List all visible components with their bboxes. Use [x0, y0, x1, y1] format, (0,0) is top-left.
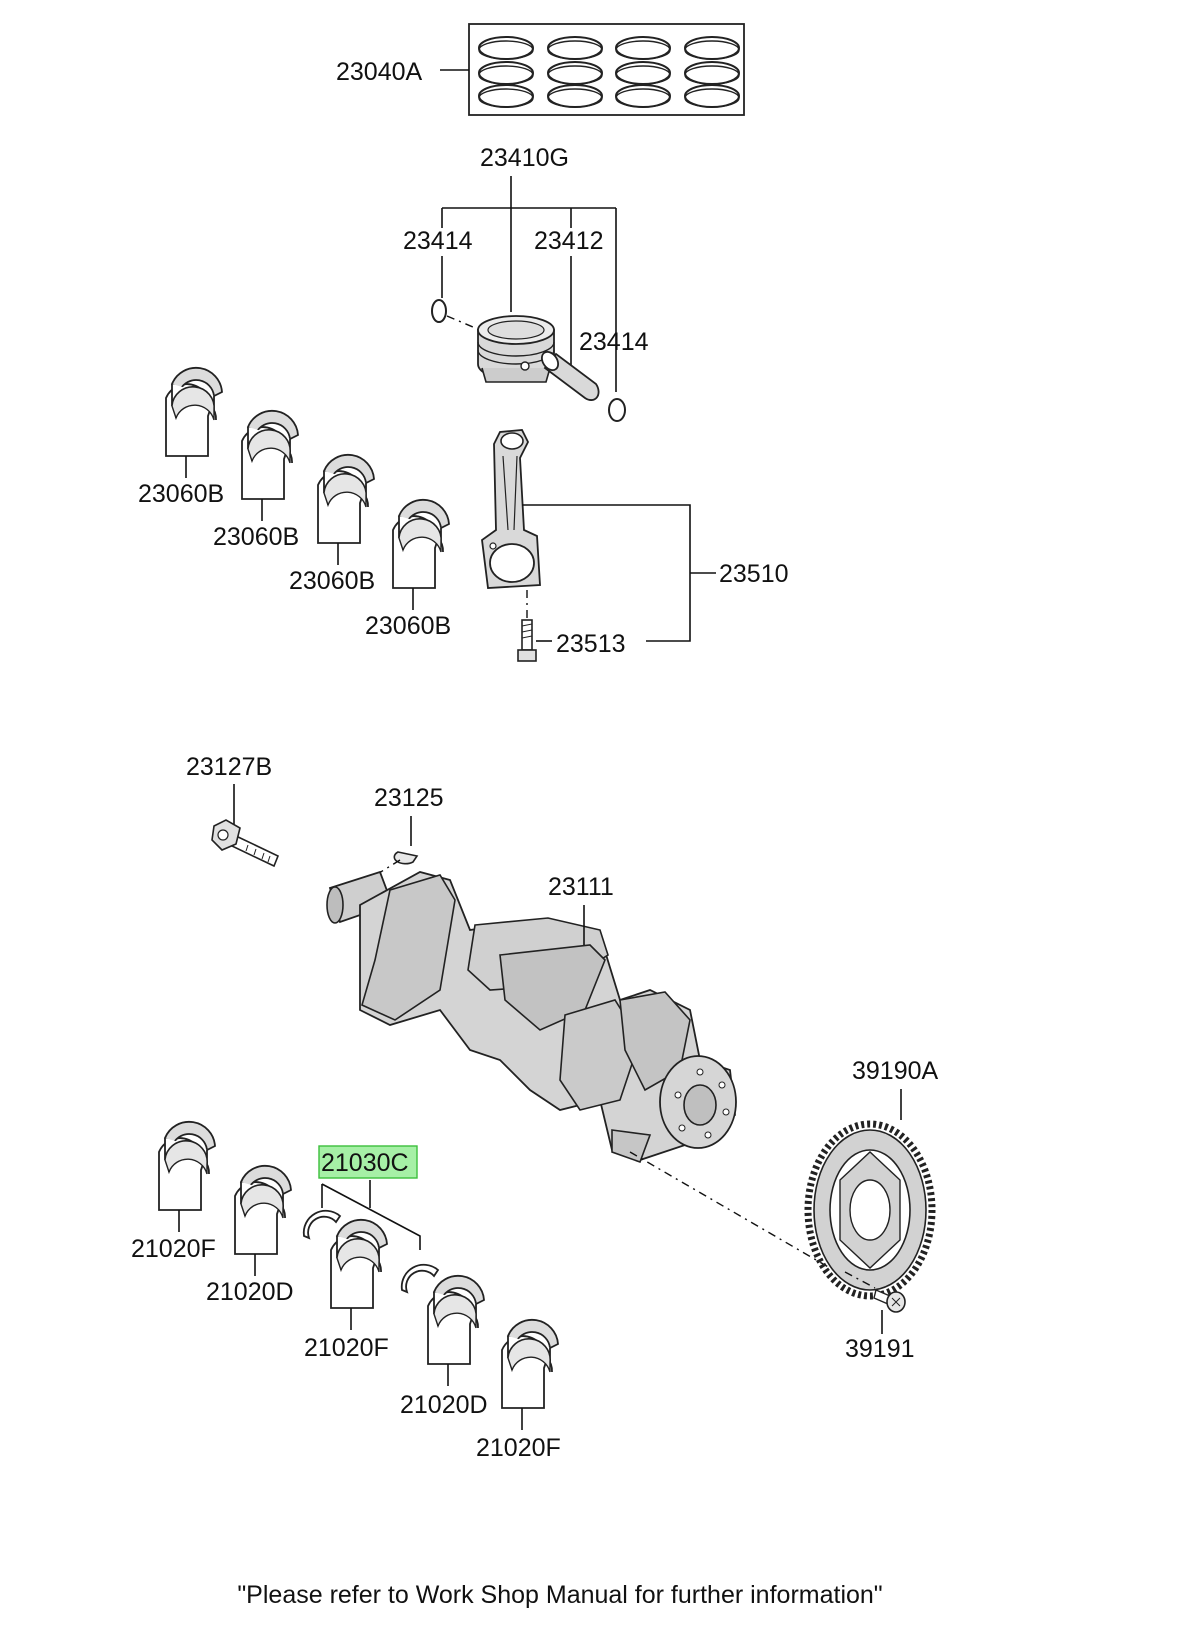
connecting-rod[interactable] — [481, 429, 541, 589]
part-label-23060B-3[interactable]: 23060B — [289, 567, 375, 595]
part-label-23127B[interactable]: 23127B — [186, 753, 272, 781]
main-bearing-2[interactable] — [234, 1164, 292, 1255]
footer-note: "Please refer to Work Shop Manual for fu… — [237, 1581, 882, 1609]
main-bearing-5[interactable] — [501, 1318, 559, 1409]
part-label-21020F-2[interactable]: 21020F — [304, 1334, 389, 1362]
part-label-23111[interactable]: 23111 — [548, 873, 614, 901]
part-label-23412[interactable]: 23412 — [534, 227, 604, 255]
part-label-23414-left[interactable]: 23414 — [403, 227, 473, 255]
main-bearing-3[interactable] — [330, 1218, 388, 1309]
part-label-23060B-1[interactable]: 23060B — [138, 480, 224, 508]
main-bearing-1[interactable] — [158, 1120, 216, 1211]
crankshaft[interactable] — [326, 870, 737, 1164]
part-label-23510[interactable]: 23510 — [719, 560, 789, 588]
part-label-23414-right[interactable]: 23414 — [579, 328, 649, 356]
main-bearing-4[interactable] — [427, 1274, 485, 1365]
thrust-washer-right[interactable] — [400, 1263, 440, 1294]
part-label-23060B-2[interactable]: 23060B — [213, 523, 299, 551]
conrod-bearing-4[interactable] — [392, 498, 450, 589]
crank-bolt[interactable] — [211, 819, 280, 868]
part-label-21020F-1[interactable]: 21020F — [131, 1235, 216, 1263]
snap-ring-left[interactable] — [431, 299, 447, 323]
snap-ring-right[interactable] — [608, 398, 626, 422]
conrod-bearing-1[interactable] — [165, 366, 223, 457]
part-label-39190A[interactable]: 39190A — [852, 1057, 939, 1085]
part-label-23040A[interactable]: 23040A — [336, 58, 423, 86]
part-label-39191[interactable]: 39191 — [845, 1335, 915, 1363]
thrust-washer-left[interactable] — [302, 1209, 342, 1240]
part-label-21020D-1[interactable]: 21020D — [206, 1278, 294, 1306]
part-label-21020D-2[interactable]: 21020D — [400, 1391, 488, 1419]
part-label-23410G[interactable]: 23410G — [480, 144, 569, 172]
part-label-23060B-4[interactable]: 23060B — [365, 612, 451, 640]
part-label-21030C[interactable]: 21030C — [321, 1149, 409, 1177]
part-label-23513[interactable]: 23513 — [556, 630, 626, 658]
piston-pin[interactable] — [539, 349, 600, 401]
conrod-bearing-3[interactable] — [317, 453, 375, 544]
rod-bolt[interactable] — [517, 619, 537, 662]
tone-wheel-bolt[interactable] — [873, 1289, 906, 1313]
piston-ring-set[interactable] — [468, 23, 745, 116]
highlight-box-21030C — [318, 1145, 418, 1179]
conrod-bearing-2[interactable] — [241, 409, 299, 500]
part-label-23125[interactable]: 23125 — [374, 784, 444, 812]
part-label-21020F-3[interactable]: 21020F — [476, 1434, 561, 1462]
piston[interactable] — [477, 315, 555, 383]
tone-wheel[interactable] — [804, 1120, 936, 1300]
